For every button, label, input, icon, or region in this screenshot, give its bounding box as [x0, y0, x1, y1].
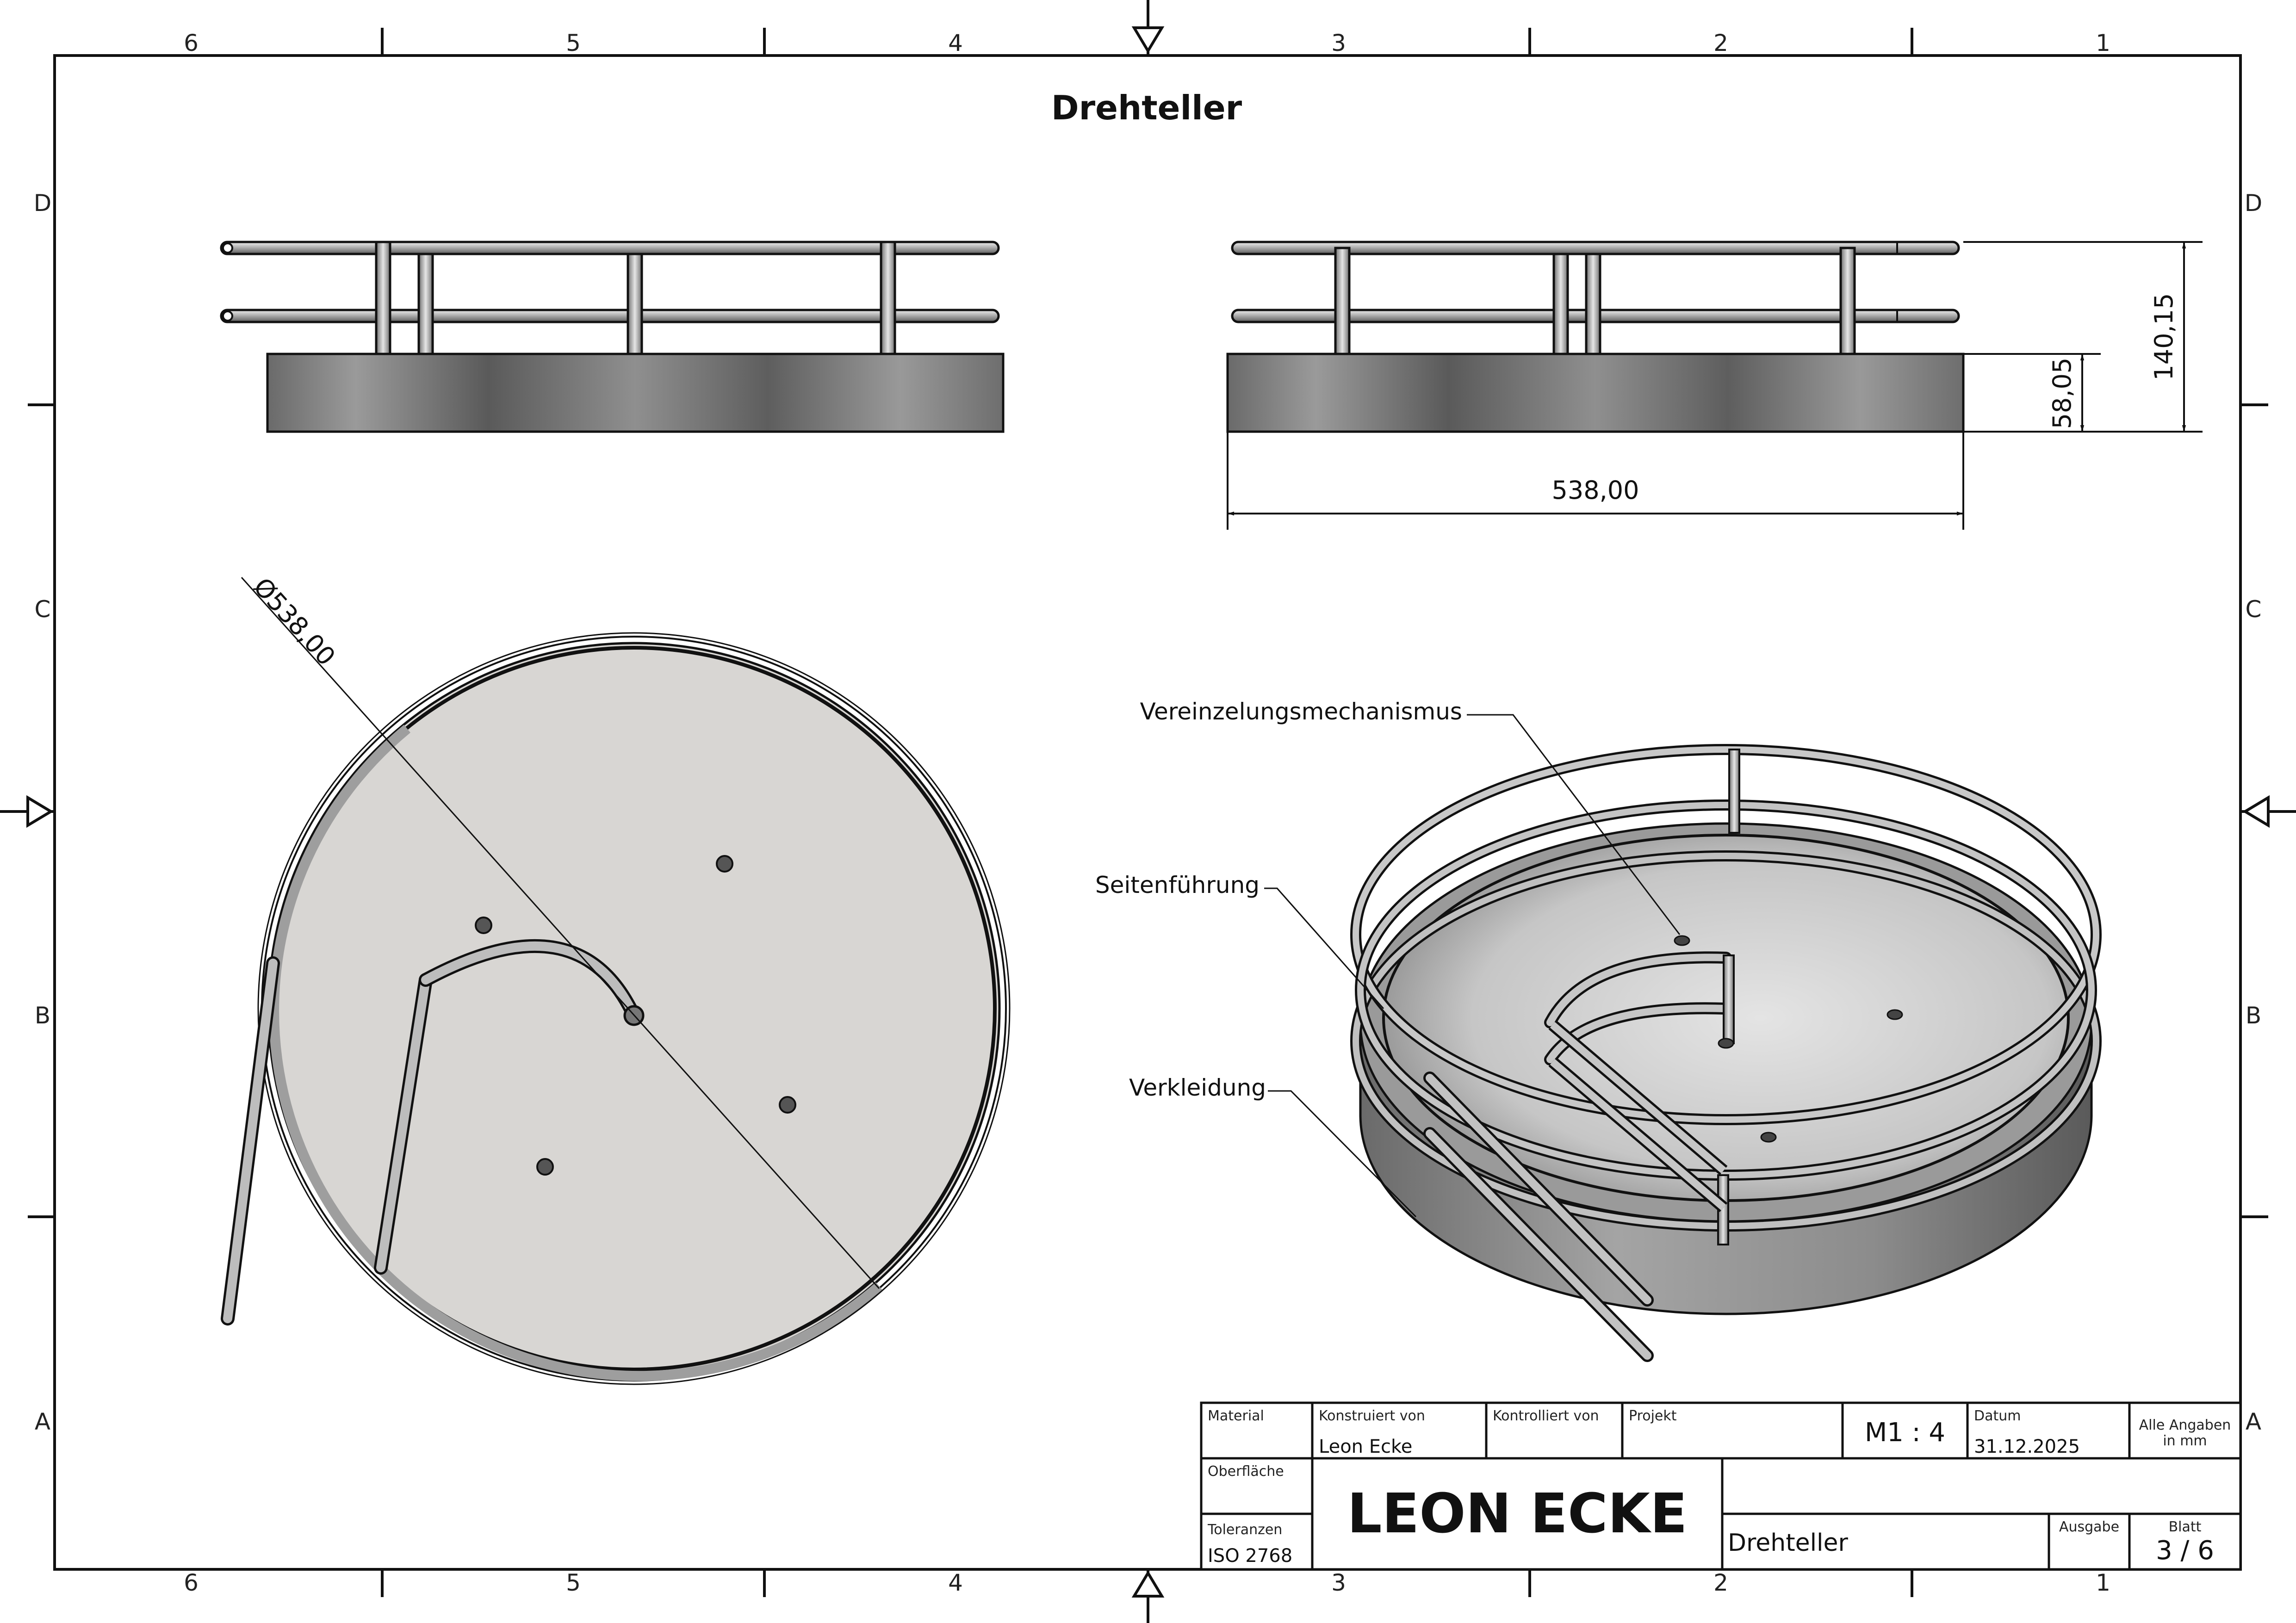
drawing-title: Drehteller — [1051, 88, 1242, 127]
title-block — [1200, 1401, 2242, 1571]
tb-date-label: Datum — [1974, 1408, 2021, 1424]
dimension-width: 538,00 — [1552, 476, 1639, 505]
callout-seitenfuehrung: Seitenführung — [1095, 872, 1260, 898]
zone-column-label: 1 — [2096, 30, 2110, 56]
zone-row-label: A — [2246, 1408, 2261, 1435]
top-view — [221, 576, 1011, 1385]
dimension-height-total: 140,15 — [2149, 293, 2178, 381]
side-view — [1226, 241, 1965, 433]
isometric-view — [1264, 714, 2102, 1362]
zone-row-label: B — [2246, 1002, 2261, 1029]
dimension-lines — [1227, 241, 2203, 530]
zone-column-label: 1 — [2096, 1569, 2110, 1596]
tb-project-label: Projekt — [1629, 1408, 1677, 1424]
callout-verkleidung: Verkleidung — [1129, 1074, 1266, 1101]
zone-column-label: 5 — [566, 30, 581, 56]
tb-sheet-number: 3 / 6 — [2156, 1536, 2214, 1566]
tb-designed-by: Leon Ecke — [1319, 1436, 1412, 1457]
tb-tolerance-label: Toleranzen — [1207, 1522, 1282, 1538]
tb-surface-label: Oberfläche — [1208, 1463, 1284, 1480]
zone-column-label: 2 — [1713, 1569, 1728, 1596]
zone-column-label: 4 — [948, 1569, 963, 1596]
tb-checked-by-label: Kontrolliert von — [1493, 1408, 1599, 1424]
dimension-diameter: Ø538,00 — [248, 572, 341, 671]
tb-units-note: Alle Angaben — [2139, 1417, 2231, 1433]
zone-row-label: B — [35, 1002, 50, 1029]
dimension-height-base: 58,05 — [2048, 358, 2077, 429]
zone-row-label: C — [35, 596, 51, 623]
zone-row-label: D — [2245, 190, 2263, 217]
zone-ticks — [28, 28, 2268, 1597]
tb-scale: M1 : 4 — [1865, 1418, 1945, 1448]
tb-date: 31.12.2025 — [1974, 1436, 2080, 1457]
zone-row-label: D — [34, 190, 52, 217]
zone-column-label: 6 — [184, 30, 199, 56]
zone-row-label: C — [2246, 596, 2262, 623]
tb-units-note: in mm — [2163, 1433, 2207, 1449]
tb-designed-by-label: Konstruiert von — [1319, 1408, 1425, 1424]
tb-material-label: Material — [1208, 1408, 1264, 1424]
zone-column-label: 5 — [566, 1569, 581, 1596]
zone-column-label: 2 — [1713, 30, 1728, 56]
company-logo: LEON ECKE — [1347, 1481, 1687, 1545]
front-view — [220, 241, 1005, 433]
callout-vereinzelungsmechanismus: Vereinzelungsmechanismus — [1140, 698, 1462, 725]
zone-column-label: 3 — [1331, 30, 1346, 56]
zone-row-label: A — [35, 1408, 50, 1435]
tb-sheet-label: Blatt — [2169, 1519, 2202, 1535]
zone-labels: 6 5 4 3 2 1 6 5 4 3 2 1 D C B A D C B A — [34, 30, 2263, 1596]
tb-part-name: Drehteller — [1728, 1529, 1848, 1557]
zone-column-label: 6 — [184, 1569, 199, 1596]
tb-tolerance: ISO 2768 — [1208, 1545, 1292, 1567]
tb-revision-label: Ausgabe — [2059, 1519, 2119, 1535]
zone-column-label: 3 — [1331, 1569, 1346, 1596]
zone-column-label: 4 — [948, 30, 963, 56]
